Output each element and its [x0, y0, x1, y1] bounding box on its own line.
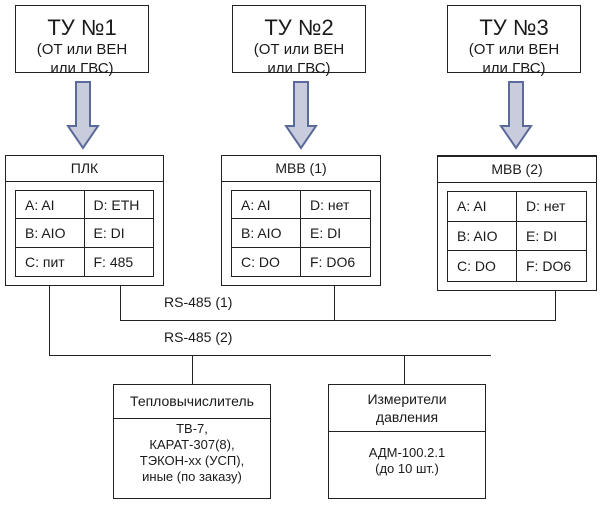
port-cell: B: AIO — [232, 219, 301, 248]
bus-rs485-1-drop-mvv2 — [555, 291, 556, 321]
source-title-1: ТУ №1 — [47, 15, 117, 40]
port-grid: A: AI D: нет B: AIO E: DI C: DO F: DO6 — [231, 190, 371, 277]
source-subtitle-1a: (ОТ или ВЕН — [36, 41, 128, 58]
calculator-model: иные (по заказу) — [142, 469, 242, 484]
port-cell: E: DI — [301, 219, 370, 248]
source-subtitle-2a: (ОТ или ВЕН — [253, 41, 345, 58]
port-cell: E: DI — [517, 222, 586, 252]
heat-calculator-title: Тепловычислитель — [114, 385, 270, 419]
source-subtitle-3b: или ГВС) — [482, 60, 546, 77]
source-subtitle-2b: или ГВС) — [267, 60, 331, 77]
bus-rs485-1-drop-mvv1 — [334, 286, 335, 321]
bus-rs485-2-label: RS-485 (2) — [164, 329, 233, 345]
bus-rs485-1-line — [120, 320, 556, 321]
source-subtitle-3a: (ОТ или ВЕН — [468, 41, 560, 58]
bus-rs485-2-line — [49, 355, 491, 356]
bus-rs485-2-drop-plc — [49, 286, 50, 356]
port-cell: F: DO6 — [526, 258, 572, 275]
port-cell: D: ETH — [84, 191, 153, 220]
device-title: ПЛК — [6, 156, 163, 182]
device-mvv-2: МВВ (2) A: AI D: нет B: AIO E: DI C: DO … — [437, 155, 597, 291]
pressure-meters-box: Измерители давления АДМ-100.2.1 (до 10 ш… — [328, 384, 486, 499]
pressure-meters-list: АДМ-100.2.1 (до 10 шт.) — [329, 445, 485, 498]
port-grid: A: AI D: ETH B: AIO E: DI C: пит F: 485 — [15, 190, 154, 277]
pressure-title-line: давления — [375, 409, 439, 425]
down-arrow-icon — [66, 81, 100, 150]
calculator-model: КАРАТ-307(8), — [149, 437, 235, 452]
source-box-3: ТУ №3 (ОТ или ВЕН или ГВС) — [447, 5, 581, 77]
port-cell: C: DO — [232, 247, 301, 276]
pressure-title-line: Измерители — [367, 391, 447, 407]
device-plc: ПЛК A: AI D: ETH B: AIO E: DI C: пит F: … — [5, 155, 164, 286]
source-title-2: ТУ №2 — [264, 15, 334, 40]
bus-rs485-2-drop-pressure — [404, 355, 405, 384]
port-cell: B: AIO — [448, 221, 517, 252]
bus-rs485-1-drop-plc — [120, 286, 121, 321]
down-arrow-icon — [284, 81, 318, 150]
pressure-meters-title: Измерители давления — [329, 385, 485, 432]
bus-rs485-1-label: RS-485 (1) — [164, 294, 233, 310]
port-grid: A: AI D: нет B: AIO E: DI C: DO F: DO6 — [447, 191, 587, 282]
bus-rs485-2-drop-calc — [192, 355, 193, 384]
source-subtitle-1b: или ГВС) — [50, 60, 114, 77]
port-cell: A: AI — [232, 191, 301, 220]
port-cell: A: AI — [448, 192, 517, 222]
port-cell: D: нет — [517, 192, 586, 222]
port-cell: F: 485 — [93, 253, 134, 270]
port-cell: E: DI — [84, 219, 153, 248]
device-mvv-1: МВВ (1) A: AI D: нет B: AIO E: DI C: DO … — [221, 155, 381, 286]
device-title: МВВ (2) — [438, 157, 596, 183]
down-arrow-icon — [499, 81, 533, 150]
pressure-model: (до 10 шт.) — [375, 461, 439, 476]
source-title-3: ТУ №3 — [479, 15, 549, 40]
port-cell: F: DO6 — [310, 253, 356, 270]
port-cell: C: пит — [16, 247, 85, 276]
heat-calculator-box: Тепловычислитель ТВ-7, КАРАТ-307(8), ТЭК… — [113, 384, 271, 499]
source-box-1: ТУ №1 (ОТ или ВЕН или ГВС) — [15, 5, 149, 77]
port-cell: B: AIO — [16, 219, 85, 248]
pressure-model: АДМ-100.2.1 — [368, 445, 446, 460]
device-title: МВВ (1) — [222, 156, 380, 182]
port-cell: D: нет — [301, 191, 370, 220]
heat-calculator-list: ТВ-7, КАРАТ-307(8), ТЭКОН-хх (УСП), иные… — [114, 421, 270, 498]
calculator-model: ТЭКОН-хх (УСП), — [139, 453, 245, 468]
port-cell: A: AI — [16, 191, 85, 220]
port-cell: C: DO — [448, 251, 517, 281]
calculator-model: ТВ-7, — [176, 421, 208, 436]
source-box-2: ТУ №2 (ОТ или ВЕН или ГВС) — [232, 5, 366, 77]
